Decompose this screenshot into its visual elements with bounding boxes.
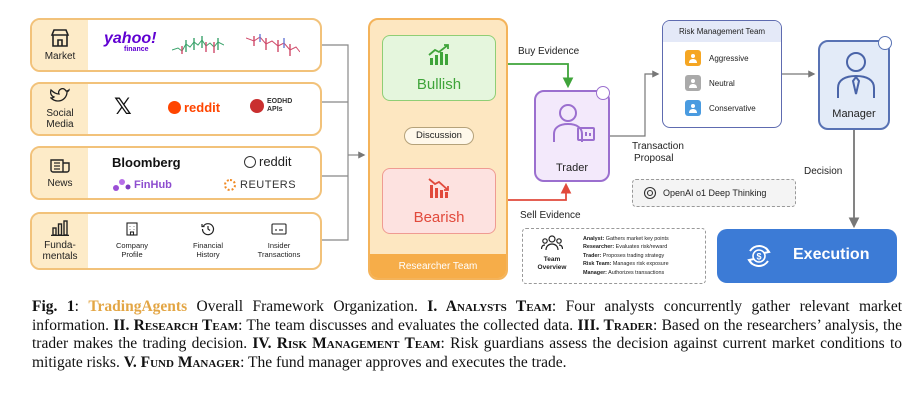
social-media-label: Social Media — [46, 108, 74, 130]
bloomberg-logo: Bloomberg — [112, 155, 181, 170]
overview-line: Risk Team: Manages risk exposure — [583, 261, 669, 268]
overview-line: Trader: Proposes trading strategy — [583, 252, 665, 259]
bearish-researcher: Bearish — [382, 168, 496, 234]
manager-person-icon — [837, 52, 875, 98]
svg-text:$: $ — [756, 252, 761, 262]
analyst-news: News Bloomberg reddit FinHub REUTERS — [30, 146, 322, 200]
overview-line: Researcher: Evaluates risk/reward — [583, 244, 668, 251]
trader-person-icon — [553, 104, 595, 142]
sell-evidence-label: Sell Evidence — [520, 210, 581, 221]
bullish-researcher: Bullish — [382, 35, 496, 101]
proposal-arrow — [610, 70, 660, 137]
discussion-badge: Discussion — [404, 127, 474, 145]
researcher-team-label: Researcher Team — [370, 254, 506, 278]
team-group-icon — [540, 235, 564, 251]
social-media-tab: Social Media — [32, 84, 88, 134]
transaction-proposal-label: Transaction Proposal — [632, 141, 684, 164]
researcher-team-panel: Bullish Discussion Bearish Researcher Te… — [368, 18, 508, 280]
fundamentals-tab: Funda- mentals — [32, 214, 88, 268]
openai-model-badge: OpenAI o1 Deep Thinking — [632, 179, 796, 207]
openai-icon — [643, 186, 657, 200]
finhub-logo: FinHub — [112, 178, 172, 192]
market-label: Market — [44, 50, 76, 62]
risk-neutral: Neutral — [685, 75, 735, 91]
eodhd-icon — [250, 99, 264, 113]
overview-line: Manager: Authorizes transactions — [583, 269, 665, 276]
insider-transactions-item: Insider Transactions — [250, 222, 308, 259]
buy-evidence-label: Buy Evidence — [518, 46, 580, 57]
fundamentals-label: Funda- mentals — [42, 240, 78, 262]
stock-bars-icon — [246, 34, 300, 56]
reuters-logo: REUTERS — [224, 179, 296, 191]
bearish-chart-icon — [428, 178, 449, 198]
overview-line: Analyst: Gathers market key points — [583, 236, 669, 242]
trader-node: Trader — [534, 86, 610, 182]
buy-arrow — [494, 63, 574, 89]
market-tab: Market — [32, 20, 88, 70]
caption-system-name: TradingAgents — [88, 298, 188, 315]
candlestick-chart-icon — [172, 36, 224, 54]
risk-team-title: Risk Management Team — [663, 21, 781, 42]
storefront-icon — [50, 28, 70, 47]
reddit-alien-icon — [244, 155, 256, 168]
risk-management-panel: Risk Management Team Aggressive Neutral … — [662, 20, 782, 128]
news-tab: News — [32, 148, 88, 198]
finhub-icon — [113, 179, 131, 191]
analyst-fundamentals: Funda- mentals Company Profile Financial… — [30, 212, 322, 270]
transaction-card-icon — [271, 223, 287, 235]
bullish-chart-icon — [428, 44, 449, 65]
dollar-cycle-icon: $ — [747, 245, 771, 267]
risk-conservative: Conservative — [685, 100, 756, 116]
risk-aggressive: Aggressive — [685, 50, 749, 66]
analyst-social-media: Social Media 𝕏 reddit EODHD APIs — [30, 82, 322, 136]
company-profile-item: Company Profile — [106, 222, 158, 259]
newspaper-icon — [50, 158, 70, 173]
team-overview-box: Team Overview Analyst: Gathers market ke… — [522, 228, 706, 284]
news-reddit-logo: reddit — [244, 154, 292, 169]
financial-history-item: Financial History — [182, 222, 234, 259]
news-label: News — [47, 177, 73, 189]
bar-chart-icon — [51, 220, 69, 236]
reuters-icon — [224, 179, 236, 191]
conservative-person-icon — [685, 100, 701, 116]
manager-label: Manager — [832, 108, 876, 120]
aggressive-person-icon — [685, 50, 701, 66]
eodhd-logo: EODHD APIs — [250, 98, 292, 114]
neutral-person-icon — [685, 75, 701, 91]
trader-label: Trader — [556, 162, 588, 174]
execution-label: Execution — [793, 246, 870, 263]
analyst-connectors — [322, 44, 366, 241]
x-logo: 𝕏 — [114, 95, 132, 120]
building-icon — [126, 222, 138, 236]
decision-label: Decision — [804, 166, 843, 177]
team-overview-header: Team Overview — [529, 235, 575, 272]
figure-caption: Fig. 1: TradingAgents Overall Framework … — [32, 298, 903, 371]
history-clock-icon — [201, 223, 215, 236]
reddit-icon — [168, 101, 181, 114]
bullish-label: Bullish — [416, 76, 462, 93]
yahoo-finance-logo: yahoo! finance — [104, 30, 157, 53]
analyst-market: Market yahoo! finance — [30, 18, 322, 72]
execution-node: $ Execution — [717, 229, 897, 283]
manager-node: Manager — [818, 36, 892, 130]
manager-model-icon — [878, 36, 892, 50]
reddit-logo: reddit — [168, 100, 220, 115]
twitter-bird-icon — [50, 88, 70, 102]
sell-arrow — [494, 182, 572, 201]
bearish-label: Bearish — [413, 209, 465, 226]
team-overview-list: Analyst: Gathers market key points Resea… — [583, 235, 669, 277]
trader-model-icon — [596, 86, 610, 100]
